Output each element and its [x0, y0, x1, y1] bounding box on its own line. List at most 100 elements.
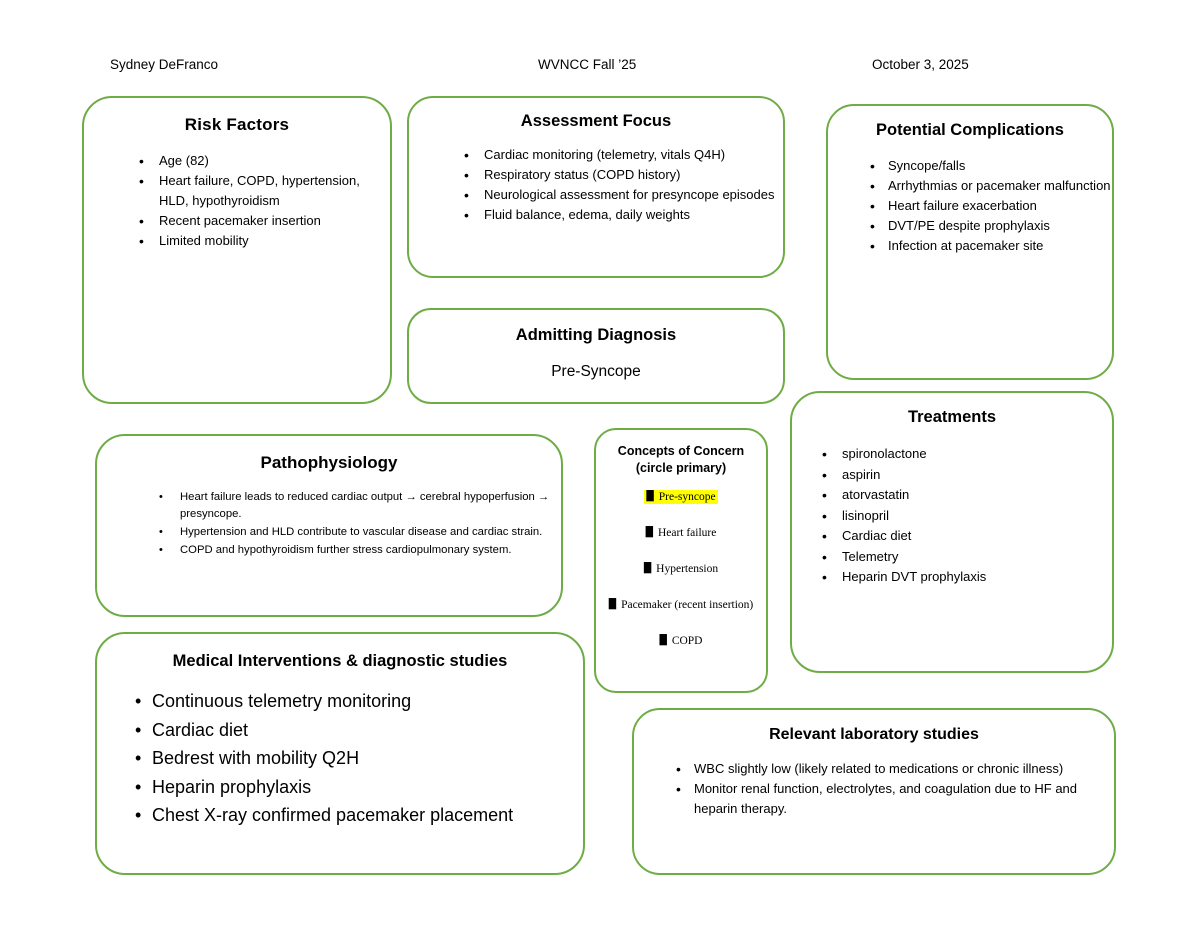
checkbox-icon[interactable]: █ [608, 599, 617, 610]
list-item: •Continuous telemetry monitoring [97, 687, 583, 716]
concept-item-pacemaker[interactable]: █ Pacemaker (recent insertion) [596, 598, 766, 613]
header-course: WVNCC Fall ’25 [538, 57, 637, 72]
bullet-icon: • [822, 466, 827, 483]
bullet-icon: • [139, 153, 144, 169]
bullet-icon: • [822, 446, 827, 462]
list-item: •Chest X-ray confirmed pacemaker placeme… [97, 801, 583, 830]
list-item: •Heart failure leads to reduced cardiac … [159, 491, 550, 520]
pathophysiology-box: Pathophysiology •Heart failure leads to … [95, 434, 563, 617]
bullet-icon: • [822, 569, 827, 585]
relevant-laboratory-studies-box: Relevant laboratory studies •WBC slightl… [632, 708, 1116, 875]
assessment-focus-box: Assessment Focus •Cardiac monitoring (te… [407, 96, 785, 278]
bullet-icon: • [139, 233, 144, 249]
list-item: •Age (82) [139, 153, 209, 169]
checkbox-icon[interactable]: █ [659, 635, 667, 646]
bullet-icon: • [159, 544, 163, 556]
concept-label: Pre-syncope [658, 491, 716, 503]
treatments-list: •spironolactone •aspirin •atorvastatin •… [792, 444, 1112, 588]
list-item: •Heparin prophylaxis [97, 773, 583, 802]
treatments-box: Treatments •spironolactone •aspirin •ato… [790, 391, 1114, 673]
list-item: •DVT/PE despite prophylaxis [870, 218, 1050, 234]
bullet-icon: • [464, 187, 469, 203]
list-item: •Heart failure exacerbation [870, 198, 1037, 214]
bullet-icon: • [464, 207, 469, 223]
checkbox-icon[interactable]: █ [645, 527, 653, 538]
list-item: •lisinopril [792, 506, 1112, 527]
list-item: •Respiratory status (COPD history) [464, 167, 681, 183]
bullet-icon: • [135, 719, 142, 740]
bullet-icon: • [822, 487, 827, 503]
medical-interventions-list: •Continuous telemetry monitoring •Cardia… [97, 687, 583, 830]
bullet-icon: • [159, 491, 163, 503]
bullet-icon: • [135, 691, 142, 711]
potential-complications-title: Potential Complications [876, 121, 1064, 139]
header-author: Sydney DeFranco [110, 57, 219, 72]
admitting-diagnosis-box: Admitting Diagnosis Pre-Syncope [407, 308, 785, 404]
concepts-title-line1: Concepts of Concern [617, 444, 745, 458]
list-item: •Syncope/falls [870, 158, 966, 174]
concept-item-copd[interactable]: █ COPD [596, 634, 766, 649]
list-item: •spironolactone [792, 444, 1112, 465]
bullet-icon: • [464, 147, 469, 163]
list-item: •WBC slightly low (likely related to med… [676, 761, 1064, 777]
admitting-diagnosis-value: Pre-Syncope [551, 363, 641, 380]
list-item: •Recent pacemaker insertion [139, 213, 321, 229]
concept-label: Hypertension [656, 563, 719, 575]
concepts-of-concern-title: Concepts of Concern (circle primary) [596, 443, 766, 477]
checkbox-icon[interactable]: █ [646, 491, 654, 502]
list-item: •aspirin [792, 465, 1112, 486]
relevant-laboratory-studies-list: •WBC slightly low (likely related to med… [634, 759, 1114, 819]
treatments-title: Treatments [907, 408, 997, 426]
list-item: •Limited mobility [139, 233, 249, 249]
bullet-icon: • [676, 761, 681, 777]
list-item: •Telemetry [792, 547, 1112, 568]
bullet-icon: • [870, 178, 875, 194]
risk-factors-list: •Age (82) •Heart failure, COPD, hyperten… [84, 151, 390, 251]
list-item: •Cardiac monitoring (telemetry, vitals Q… [464, 147, 726, 163]
bullet-icon: • [870, 218, 875, 234]
medical-interventions-box: Medical Interventions & diagnostic studi… [95, 632, 585, 875]
concept-item-heart-failure[interactable]: █ Heart failure [596, 526, 766, 541]
list-item: •Cardiac diet [97, 716, 583, 745]
concepts-title-line2: (circle primary) [635, 461, 727, 475]
list-item: •Monitor renal function, electrolytes, a… [676, 781, 1078, 816]
list-item: •Heart failure, COPD, hypertension, HLD,… [139, 173, 360, 208]
concept-item-hypertension[interactable]: █ Hypertension [596, 562, 766, 577]
list-item: •Arrhythmias or pacemaker malfunction [870, 178, 1111, 194]
bullet-icon: • [822, 507, 827, 524]
list-item: •Hypertension and HLD contribute to vasc… [97, 524, 561, 541]
bullet-icon: • [464, 167, 469, 183]
bullet-icon: • [159, 526, 163, 538]
list-item: •Neurological assessment for presyncope … [464, 187, 775, 203]
risk-factors-box: Risk Factors •Age (82) •Heart failure, C… [82, 96, 392, 404]
bullet-icon: • [139, 173, 144, 189]
potential-complications-box: Potential Complications •Syncope/falls •… [826, 104, 1114, 380]
bullet-icon: • [870, 238, 875, 254]
bullet-icon: • [870, 198, 875, 214]
medical-interventions-title: Medical Interventions & diagnostic studi… [172, 652, 508, 670]
assessment-focus-list: •Cardiac monitoring (telemetry, vitals Q… [409, 145, 783, 225]
concept-label: COPD [671, 635, 703, 647]
checkbox-icon[interactable]: █ [643, 563, 652, 574]
list-item: •Cardiac diet [792, 526, 1112, 547]
concepts-of-concern-box: Concepts of Concern (circle primary) █ Pr… [594, 428, 768, 693]
bullet-icon: • [135, 776, 142, 797]
list-item: •atorvastatin [792, 485, 1112, 506]
relevant-laboratory-studies-title: Relevant laboratory studies [769, 726, 979, 743]
bullet-icon: • [135, 748, 142, 768]
list-item: •COPD and hypothyroidism further stress … [97, 542, 561, 559]
list-item: •Heparin DVT prophylaxis [792, 567, 1112, 588]
bullet-icon: • [676, 781, 681, 797]
bullet-icon: • [822, 548, 827, 565]
concept-item-pre-syncope[interactable]: █ Pre-syncope [596, 490, 766, 505]
list-item: •Fluid balance, edema, daily weights [464, 207, 690, 223]
pathophysiology-title: Pathophysiology [260, 453, 398, 472]
bullet-icon: • [822, 528, 827, 544]
concept-label: Pacemaker (recent insertion) [621, 599, 754, 611]
risk-factors-title: Risk Factors [184, 115, 290, 134]
concept-label: Heart failure [657, 527, 717, 539]
bullet-icon: • [135, 805, 142, 825]
bullet-icon: • [139, 213, 144, 229]
list-item: •Infection at pacemaker site [870, 238, 1044, 254]
concepts-of-concern-list: █ Pre-syncope █ Heart failure █ Hypertensio… [596, 490, 766, 649]
